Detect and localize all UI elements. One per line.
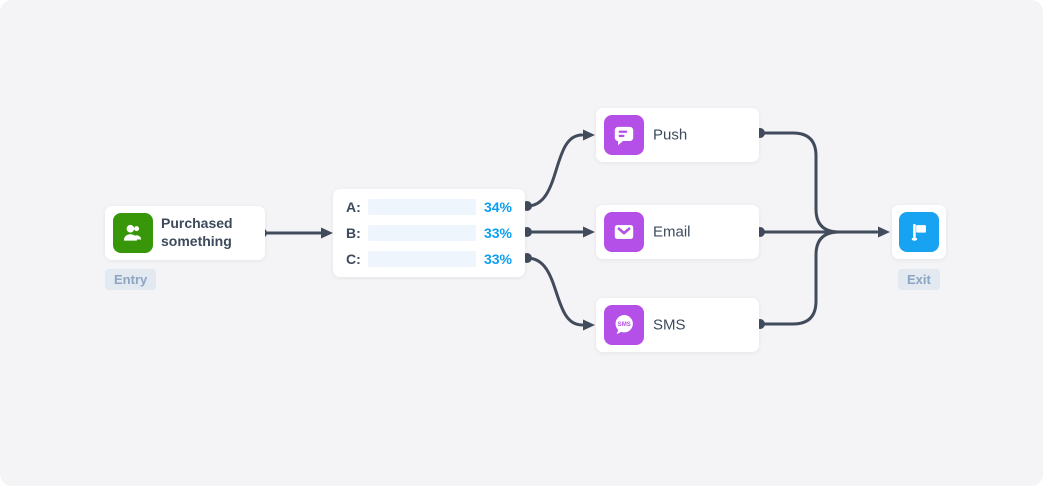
push-chat-icon <box>604 115 644 155</box>
email-icon <box>604 212 644 252</box>
push-node[interactable]: Push <box>596 108 759 162</box>
split-bar-track <box>368 251 476 267</box>
users-icon <box>113 213 153 253</box>
svg-text:SMS: SMS <box>618 322 631 328</box>
sms-bubble-icon: SMS <box>604 305 644 345</box>
edge-split-c-to-sms <box>525 256 584 327</box>
edge-push-to-exit <box>758 131 841 234</box>
split-bar-track <box>368 225 476 241</box>
split-row-label: A: <box>346 199 361 215</box>
entry-node-label: Purchased something <box>161 215 233 249</box>
split-bar-track <box>368 199 476 215</box>
email-node[interactable]: Email <box>596 205 759 259</box>
exit-badge: Exit <box>898 269 940 290</box>
arrowhead <box>878 226 890 238</box>
split-row-percent: 34% <box>483 199 512 215</box>
arrowhead <box>583 226 595 238</box>
split-row-a: A: 34% <box>333 194 525 220</box>
sms-node[interactable]: SMS SMS <box>596 298 759 352</box>
entry-node[interactable]: Purchased something <box>105 206 265 260</box>
arrowhead <box>583 319 595 331</box>
split-node[interactable]: A: 34% B: 33% C: 33% <box>333 189 525 277</box>
arrowhead <box>583 129 595 141</box>
edge-sms-to-exit <box>758 230 841 326</box>
split-row-percent: 33% <box>483 225 512 241</box>
exit-node[interactable] <box>892 205 946 259</box>
email-node-label: Email <box>653 223 691 241</box>
edge-split-a-to-push <box>525 133 584 208</box>
arrowhead <box>321 227 333 239</box>
split-row-label: B: <box>346 225 361 241</box>
entry-badge: Entry <box>105 269 157 290</box>
split-row-c: C: 33% <box>333 246 525 272</box>
push-node-label: Push <box>653 126 688 144</box>
split-row-label: C: <box>346 251 361 267</box>
split-row-percent: 33% <box>483 251 512 267</box>
sms-node-label: SMS <box>653 316 686 334</box>
split-row-b: B: 33% <box>333 220 525 246</box>
flag-icon <box>899 212 939 252</box>
